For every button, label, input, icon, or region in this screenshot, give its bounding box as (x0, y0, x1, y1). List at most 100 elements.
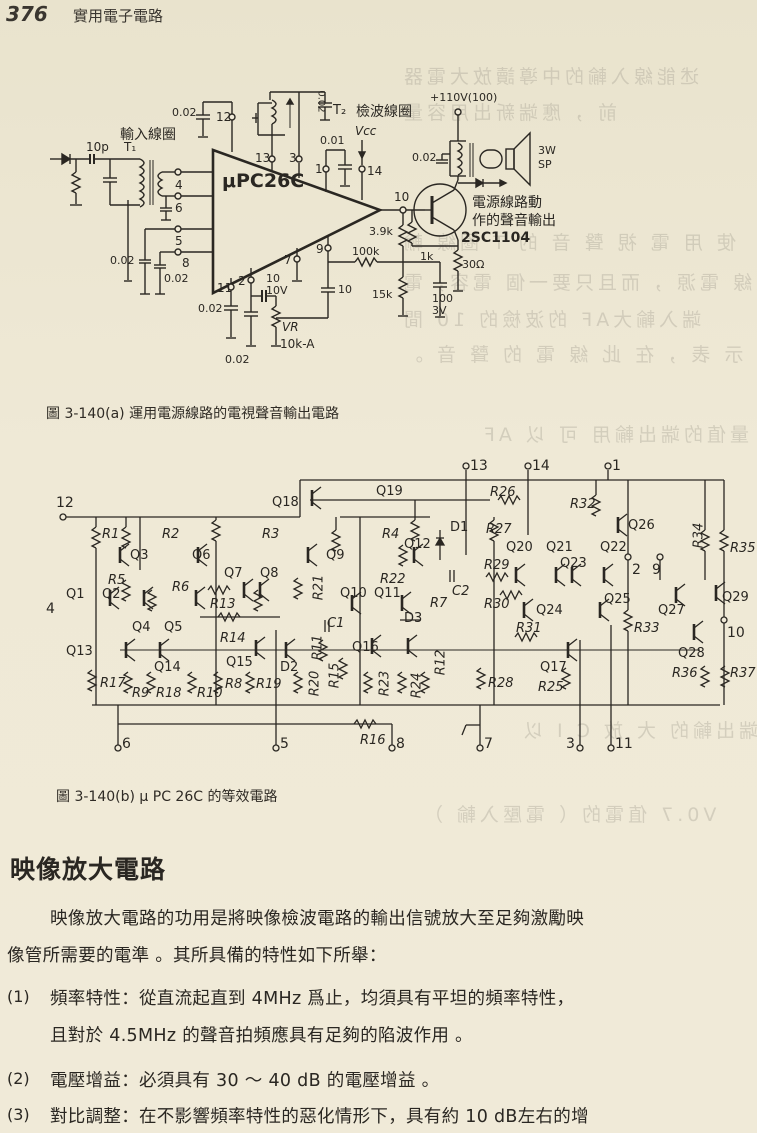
transistor-label: 2SC1104 (461, 230, 531, 246)
q15-label: Q15 (226, 655, 253, 670)
figure-b-schematic (59, 462, 730, 752)
running-header-title: 實用電子電路 (73, 7, 164, 25)
r11-label: R11 (310, 634, 326, 661)
r8-label: R8 (225, 677, 243, 692)
cap-100-label: 100 (432, 292, 453, 305)
pin-4-label: 4 (46, 601, 55, 617)
pin-11-label: 11 (615, 736, 633, 752)
pin-14-label: 14 (532, 458, 550, 474)
q27-label: Q27 (658, 603, 685, 618)
pin-7-label: 7 (484, 736, 493, 752)
q23-label: Q23 (560, 556, 587, 571)
cap-10uf-label: 10 (266, 272, 280, 285)
q28-label: Q28 (678, 646, 705, 661)
q2-label: Q2 (102, 587, 121, 602)
pin-1-label: 1 (612, 458, 621, 474)
q20-label: Q20 (506, 540, 533, 555)
q26-label: Q26 (628, 518, 655, 533)
q25-label: Q25 (604, 592, 631, 607)
cap-002-pin12: 0.02 (172, 106, 197, 119)
q11-label: Q11 (374, 586, 401, 601)
pin-11-label: 11 (217, 281, 233, 295)
q14-label: Q14 (154, 660, 181, 675)
d1-label: D1 (450, 520, 469, 535)
r28-label: R28 (488, 676, 514, 691)
q18-label: Q18 (272, 495, 299, 510)
q24-label: Q24 (536, 603, 563, 618)
r20-label: R20 (307, 670, 323, 697)
input-coil-label: 輸入線圈 (120, 127, 176, 143)
q6-label: Q6 (192, 548, 211, 563)
list-item-text: 對比調整：在不影響頻率特性的惡化情形下，具有約 10 dB左右的增 (50, 1107, 589, 1127)
pin-8-label: 8 (182, 256, 190, 270)
pin-5-label: 5 (175, 234, 183, 248)
r15-label: R15 (327, 662, 343, 689)
res-3-9k: 3.9k (369, 225, 393, 238)
section-heading: 映像放大電路 (10, 855, 167, 884)
q3-label: Q3 (130, 548, 149, 563)
q17-label: Q17 (540, 660, 567, 675)
r2-label: R2 (162, 527, 180, 542)
pin-9-label: 9 (652, 562, 661, 578)
pin-12-label: 12 (216, 110, 232, 124)
pin-13-label: 13 (470, 458, 488, 474)
cap-10p: 10p (86, 140, 109, 154)
figure-a-labels: μPC26C 輸入線圈 檢波線圈 T₁ T₂ Vcc +110V(100) 3W… (0, 0, 757, 390)
q4-label: Q4 (132, 620, 151, 635)
q19-label: Q19 (376, 484, 403, 499)
r13-label: R13 (210, 597, 236, 612)
res-30-ohm: 30Ω (462, 258, 485, 271)
pin-6-label: 6 (175, 201, 183, 215)
r26-label: R26 (490, 485, 516, 500)
pin-4-label: 4 (175, 178, 183, 192)
figure-a-schematic (50, 91, 531, 347)
r9-label: R9 (132, 686, 150, 701)
r32-label: R32 (570, 497, 596, 512)
list-item-text: 電壓增益：必須具有 30 ～ 40 dB 的電壓增益 。 (50, 1071, 440, 1091)
r36-label: R36 (672, 666, 698, 681)
speaker-label: SP (538, 158, 552, 171)
q7-label: Q7 (224, 566, 243, 581)
q21-label: Q21 (546, 540, 573, 555)
pin-10-label: 10 (727, 625, 745, 641)
r21-label: R21 (311, 574, 327, 601)
r18-label: R18 (156, 686, 182, 701)
list-item-text-continued: 且對於 4.5MHz 的聲音拍頻應具有足夠的陷波作用 。 (50, 1026, 473, 1046)
pin-3-label: 3 (566, 736, 575, 752)
r19-label: R19 (256, 677, 282, 692)
pin-12-label: 12 (56, 495, 74, 511)
c1-label: C1 (327, 616, 345, 631)
figure-b-labels: 12 4 13 14 1 2 9 10 6 5 8 7 3 11 Q1 Q2 Q… (46, 458, 756, 752)
cap-002-pin11: 0.02 (198, 302, 223, 315)
r4-label: R4 (382, 527, 400, 542)
r29-label: R29 (484, 558, 510, 573)
pin-1-label: 1 (315, 162, 323, 176)
res-1k: 1k (420, 250, 434, 263)
intro-paragraph-line-2: 像管所需要的電準 。其所具備的特性如下所舉： (7, 946, 387, 966)
q1-label: Q1 (66, 587, 85, 602)
figure-b-caption: 圖 3-140(b) μ PC 26C 的等效電路 (56, 789, 278, 805)
res-15k: 15k (372, 288, 393, 301)
q10-label: Q10 (340, 586, 367, 601)
cap-002-pin5: 0.02 (110, 254, 135, 267)
r16-label: R16 (360, 733, 386, 748)
d2-label: D2 (280, 660, 299, 675)
pin-6-label: 6 (122, 736, 131, 752)
r6-label: R6 (172, 580, 190, 595)
r12-label: R12 (433, 649, 449, 676)
pin-10-label: 10 (394, 190, 410, 204)
r33-label: R33 (634, 621, 660, 636)
pin-9-label: 9 (316, 242, 324, 256)
r31-label: R31 (516, 621, 542, 636)
vr-value: 10k-A (280, 337, 315, 351)
output-note-2: 作的聲音輸出 (472, 213, 556, 229)
r35-label: R35 (730, 541, 756, 556)
r34-label: R34 (691, 522, 707, 549)
output-note-1: 電源線路動 (472, 195, 542, 211)
r37-label: R37 (730, 666, 756, 681)
q13-label: Q13 (66, 644, 93, 659)
intro-paragraph-line-1: 映像放大電路的功用是將映像檢波電路的輸出信號放大至足夠激勵映 (50, 909, 584, 929)
q29-label: Q29 (722, 590, 749, 605)
cap-002-output: 0.02 (412, 151, 437, 164)
